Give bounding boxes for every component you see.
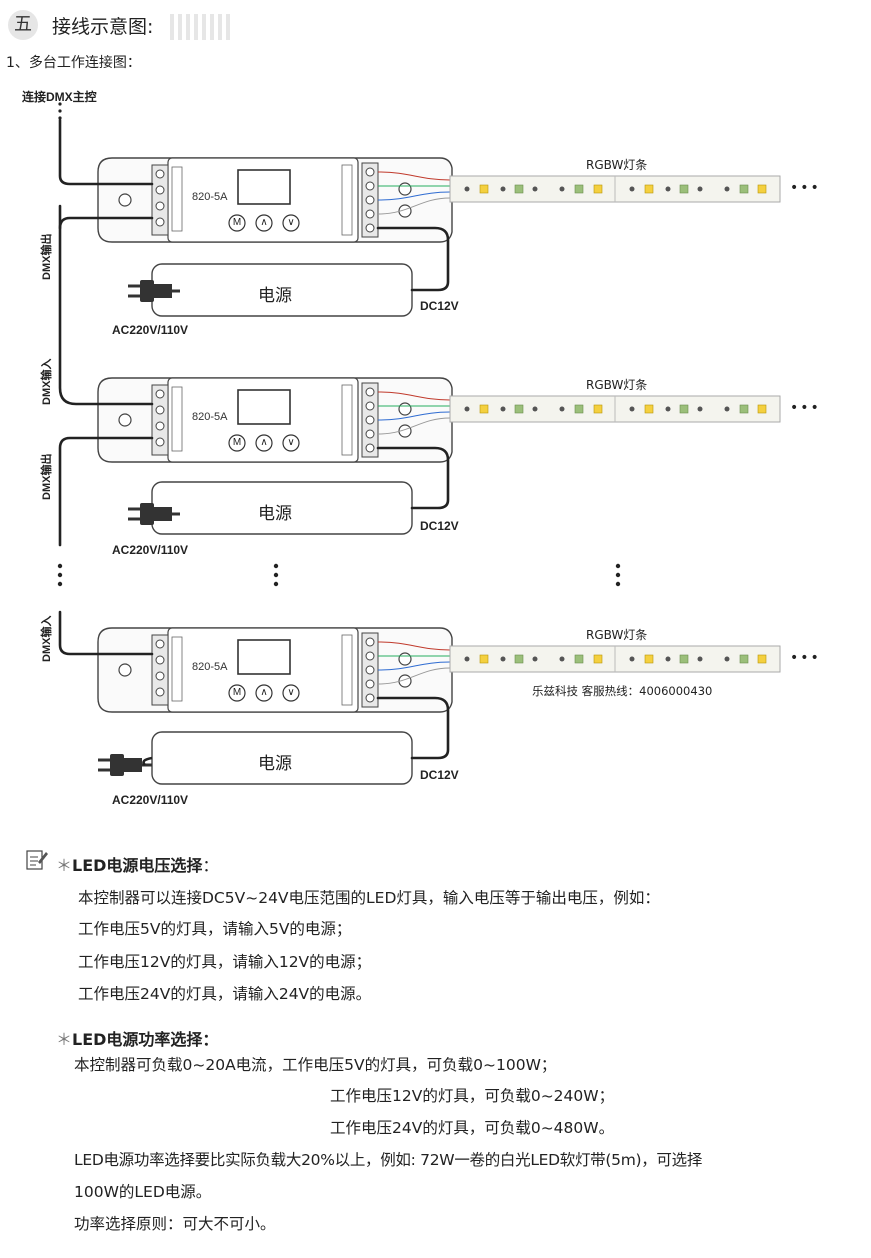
section-number: 五: [8, 10, 38, 40]
led-strip-2: [449, 395, 781, 423]
dmx-in-label-3: DMX输入: [41, 615, 53, 662]
hotline-text: 乐兹科技 客服热线：4006000430: [532, 684, 713, 698]
ac-label-1: AC220V/110V: [112, 323, 189, 337]
voltage-line-1: 本控制器可以连接DC5V~24V电压范围的LED灯具，输入电压等于输出电压，例如…: [78, 889, 660, 907]
note-edit-icon: [26, 850, 48, 870]
down-button-1: ∨: [287, 217, 295, 228]
psu-label-1: 电源: [258, 286, 292, 306]
up-button-2: ∧: [260, 437, 268, 448]
ac-label-3: AC220V/110V: [112, 793, 189, 807]
dmx-out-label-2: DMX输出: [41, 453, 53, 500]
ac-label-2: AC220V/110V: [112, 543, 189, 557]
voltage-line-4: 工作电压24V的灯具，请输入24V的电源。: [78, 985, 372, 1003]
mode-button-1: M: [232, 217, 242, 228]
power-line-4: LED电源功率选择要比实际负载大20%以上，例如: 72W一卷的白光LED软灯带…: [74, 1151, 703, 1169]
strip-ellipsis-1: •••: [790, 180, 821, 196]
power-line-1: 本控制器可负载0~20A电流，工作电压5V的灯具，可负载0~100W；: [74, 1056, 557, 1074]
strip-label-3: RGBW灯条: [586, 628, 648, 642]
strip-label-1: RGBW灯条: [586, 158, 648, 172]
controller-model-1: 820-5A: [192, 191, 228, 203]
dmx-cables: [58, 118, 154, 656]
down-button-2: ∨: [287, 437, 295, 448]
voltage-line-2: 工作电压5V的灯具，请输入5V的电源；: [78, 920, 352, 938]
controller-unit-2: [97, 377, 453, 463]
strip-ellipsis-2: •••: [790, 400, 821, 416]
controller-model-3: 820-5A: [192, 661, 228, 673]
dmx-master-label: 连接DMX主控: [22, 90, 97, 104]
strip-label-2: RGBW灯条: [586, 378, 648, 392]
wiring-diagram: [57, 102, 781, 785]
voltage-heading: ＊LED电源电压选择：: [56, 852, 218, 876]
power-line-2: 工作电压12V的灯具，可负载0~240W；: [330, 1087, 615, 1105]
psu-label-2: 电源: [258, 504, 292, 524]
up-button-1: ∧: [260, 217, 268, 228]
dc-cables: [376, 226, 450, 760]
asterisk-icon: ＊: [56, 1030, 73, 1049]
up-button-3: ∧: [260, 687, 268, 698]
down-button-3: ∨: [287, 687, 295, 698]
led-strip-3: [449, 645, 781, 673]
dc-label-2: DC12V: [420, 519, 459, 533]
power-heading-text: LED电源功率选择：: [72, 1030, 219, 1049]
power-line-3: 工作电压24V的灯具，可负载0~480W。: [330, 1119, 615, 1137]
strip-ellipsis-3: •••: [790, 650, 821, 666]
psu-label-3: 电源: [258, 754, 292, 774]
controller-model-2: 820-5A: [192, 411, 228, 423]
dc-label-3: DC12V: [420, 768, 459, 782]
power-line-6: 功率选择原则：可大不可小。: [74, 1215, 276, 1233]
ac-cables: [142, 756, 153, 766]
voltage-heading-text: LED电源电压选择: [72, 856, 203, 875]
header-decoration: [170, 14, 230, 40]
voltage-heading-colon: ：: [202, 856, 219, 875]
led-strip-1: [449, 175, 781, 203]
voltage-line-3: 工作电压12V的灯具，请输入12V的电源；: [78, 953, 372, 971]
dc-label-1: DC12V: [420, 299, 459, 313]
asterisk-icon: ＊: [56, 856, 73, 875]
mode-button-2: M: [232, 437, 242, 448]
power-line-5: 100W的LED电源。: [74, 1183, 212, 1201]
plug-icon-3: [98, 754, 152, 776]
power-heading: ＊LED电源功率选择：: [56, 1026, 218, 1050]
controller-unit-3: [97, 627, 453, 713]
diagram-subtitle: 1、多台工作连接图：: [6, 55, 141, 71]
dmx-dotted-line: [58, 102, 62, 120]
dmx-out-label-1: DMX输出: [41, 233, 53, 280]
section-title: 接线示意图:: [52, 16, 154, 38]
mode-button-3: M: [232, 687, 242, 698]
controller-unit-1: [97, 157, 453, 243]
continuation-dots: [57, 563, 621, 587]
dmx-in-label-2: DMX输入: [41, 358, 53, 405]
